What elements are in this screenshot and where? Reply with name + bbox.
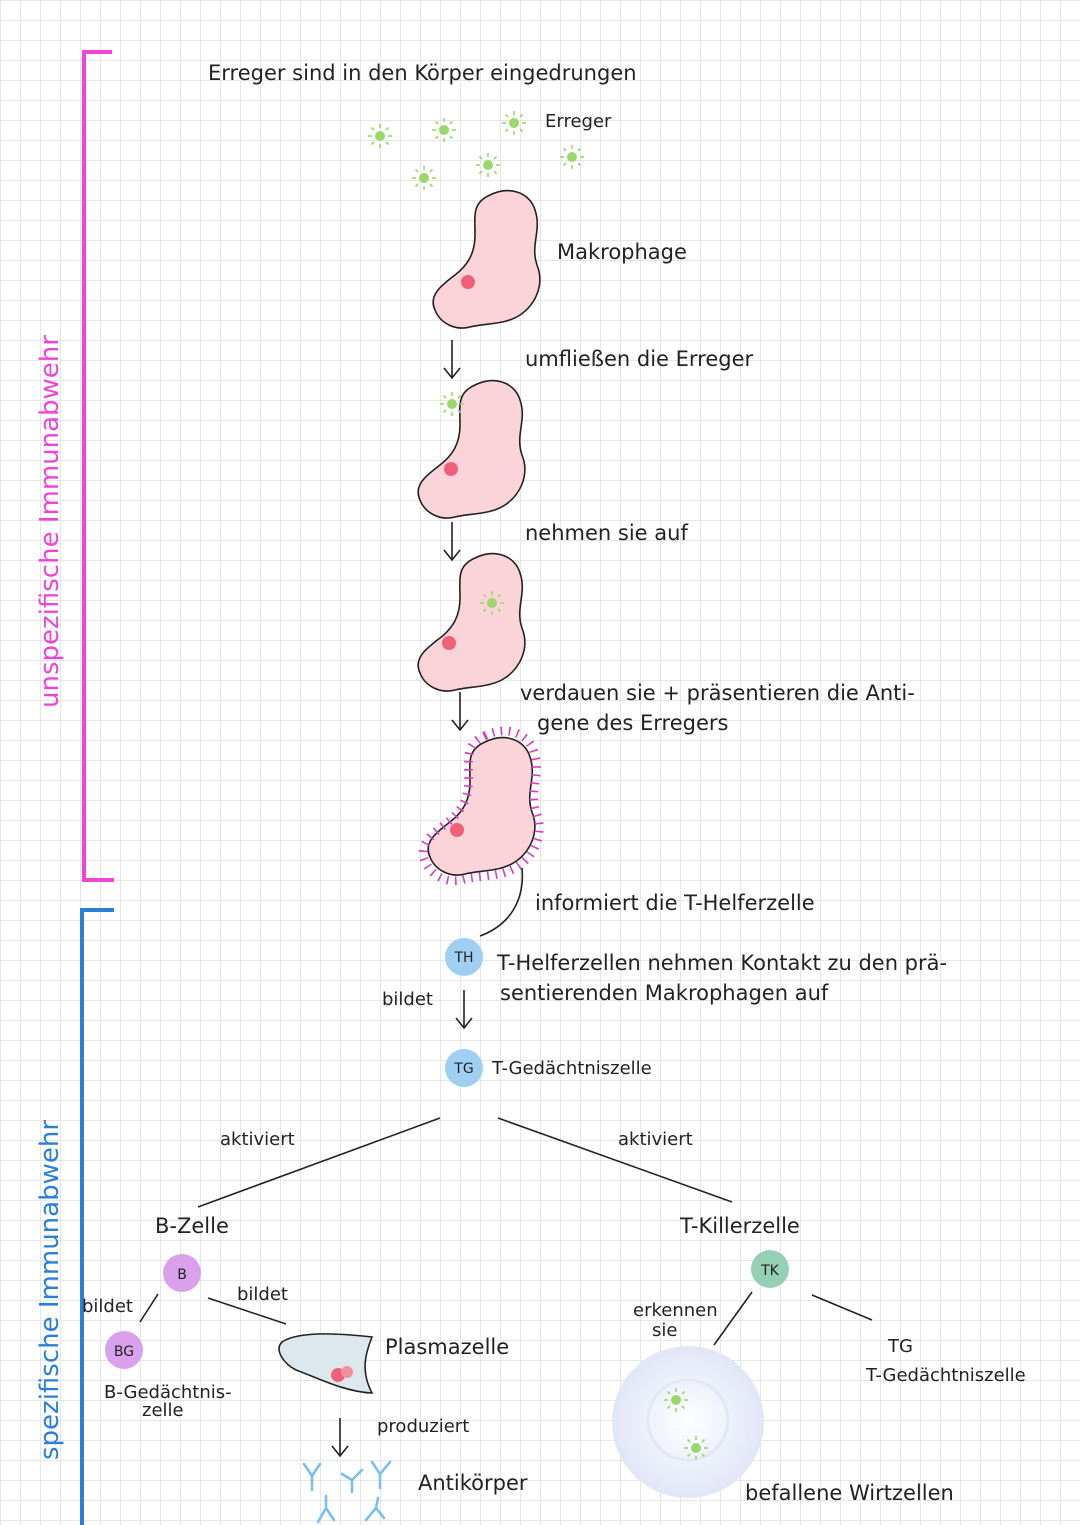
svg-text:TH: TH (453, 950, 473, 966)
svg-text:TG: TG (453, 1061, 473, 1077)
pathogen-icon (439, 391, 465, 417)
th-cell: TH (445, 938, 483, 976)
arrow-1 (443, 340, 461, 380)
pathogen-icon (683, 1435, 709, 1461)
b-to-bg-line (139, 1293, 159, 1323)
nucleus-icon (444, 462, 458, 476)
antibody-icon (370, 1460, 392, 1490)
th-text-line2: sentierenden Makrophagen auf (500, 981, 829, 1005)
macrophage-3 (417, 552, 526, 692)
pathogen-icon (501, 110, 527, 136)
antibody-icon (364, 1496, 386, 1522)
b-cell: B (163, 1254, 201, 1292)
erkennen-line1: erkennen (633, 1300, 718, 1321)
specific-label: spezifische Immunabwehr (35, 1120, 65, 1460)
pathogen-icon (479, 590, 505, 616)
svg-text:B: B (177, 1267, 187, 1283)
unspecific-bracket (82, 50, 114, 882)
pathogen-icon (663, 1387, 689, 1413)
arrow-3 (451, 692, 469, 732)
tg-label: T-Gedächtniszelle (491, 1058, 652, 1079)
unspecific-label: unspezifische Immunabwehr (35, 335, 65, 708)
tk-to-tg-line (811, 1294, 873, 1321)
branch-left-line (197, 1117, 441, 1208)
svg-text:TK: TK (760, 1263, 780, 1279)
macrophage-2 (417, 379, 526, 519)
informs-connector (479, 867, 524, 937)
pathogen-icon (367, 123, 393, 149)
pathogen-icon (431, 117, 457, 143)
step3-text-line2: gene des Erregers (537, 711, 728, 735)
title-text: Erreger sind in den Körper eingedrungen (208, 61, 637, 85)
produziert-text: produziert (377, 1416, 469, 1437)
bildet-left-text: bildet (82, 1296, 133, 1317)
tk-to-host-line (713, 1291, 753, 1346)
bg-label-line2: zelle (142, 1400, 184, 1421)
infected-label: befallene Wirtzellen (745, 1481, 954, 1505)
aktiviert-left-text: aktiviert (220, 1129, 295, 1150)
nucleus-icon (450, 823, 464, 837)
informs-text: informiert die T-Helferzelle (535, 891, 815, 915)
nucleus-icon (442, 636, 456, 650)
step2-text: nehmen sie auf (525, 521, 688, 545)
tg2-label: T-Gedächtniszelle (865, 1365, 1026, 1386)
tk-label: T-Killerzelle (679, 1214, 800, 1238)
antibody-group (302, 1460, 392, 1524)
arrow-4 (455, 990, 473, 1030)
macrophage-1 (432, 189, 541, 329)
antibody-icon (316, 1494, 336, 1524)
macrophage-label: Makrophage (557, 240, 687, 264)
arrow-2 (443, 522, 461, 562)
antibody-label: Antikörper (418, 1471, 528, 1495)
svg-text:BG: BG (114, 1344, 134, 1360)
arrow-5 (331, 1418, 349, 1458)
pathogen-icon (411, 165, 437, 191)
host-cell (612, 1346, 764, 1498)
macrophage-4 (423, 731, 539, 881)
bildet-th-text: bildet (382, 989, 433, 1010)
pathogen-label: Erreger (545, 111, 612, 132)
branch-right-line (497, 1117, 733, 1203)
specific-bracket (80, 908, 114, 1525)
th-text-line1: T-Helferzellen nehmen Kontakt zu den prä… (496, 951, 947, 975)
tg-cell: TG (445, 1049, 483, 1087)
aktiviert-right-text: aktiviert (618, 1129, 693, 1150)
nucleus-icon (461, 275, 475, 289)
pathogen-icon (559, 144, 585, 170)
antibody-icon (302, 1462, 322, 1492)
pathogen-icon (475, 152, 501, 178)
bg-label-line1: B-Gedächtnis- (104, 1382, 232, 1403)
plasma-cell (278, 1333, 374, 1394)
bildet-right-text: bildet (237, 1284, 288, 1305)
plasma-label: Plasmazelle (385, 1335, 509, 1359)
erkennen-line2: sie (652, 1320, 677, 1341)
antibody-icon (340, 1468, 364, 1494)
tk-cell: TK (751, 1250, 789, 1288)
b-to-plasma-line (207, 1297, 287, 1325)
b-cell-label: B-Zelle (155, 1214, 229, 1238)
bg-cell: BG (105, 1331, 143, 1369)
step1-text: umfließen die Erreger (525, 347, 754, 371)
tg2-abbrev: TG (887, 1336, 913, 1357)
step3-text-line1: verdauen sie + präsentieren die Anti- (520, 681, 915, 705)
